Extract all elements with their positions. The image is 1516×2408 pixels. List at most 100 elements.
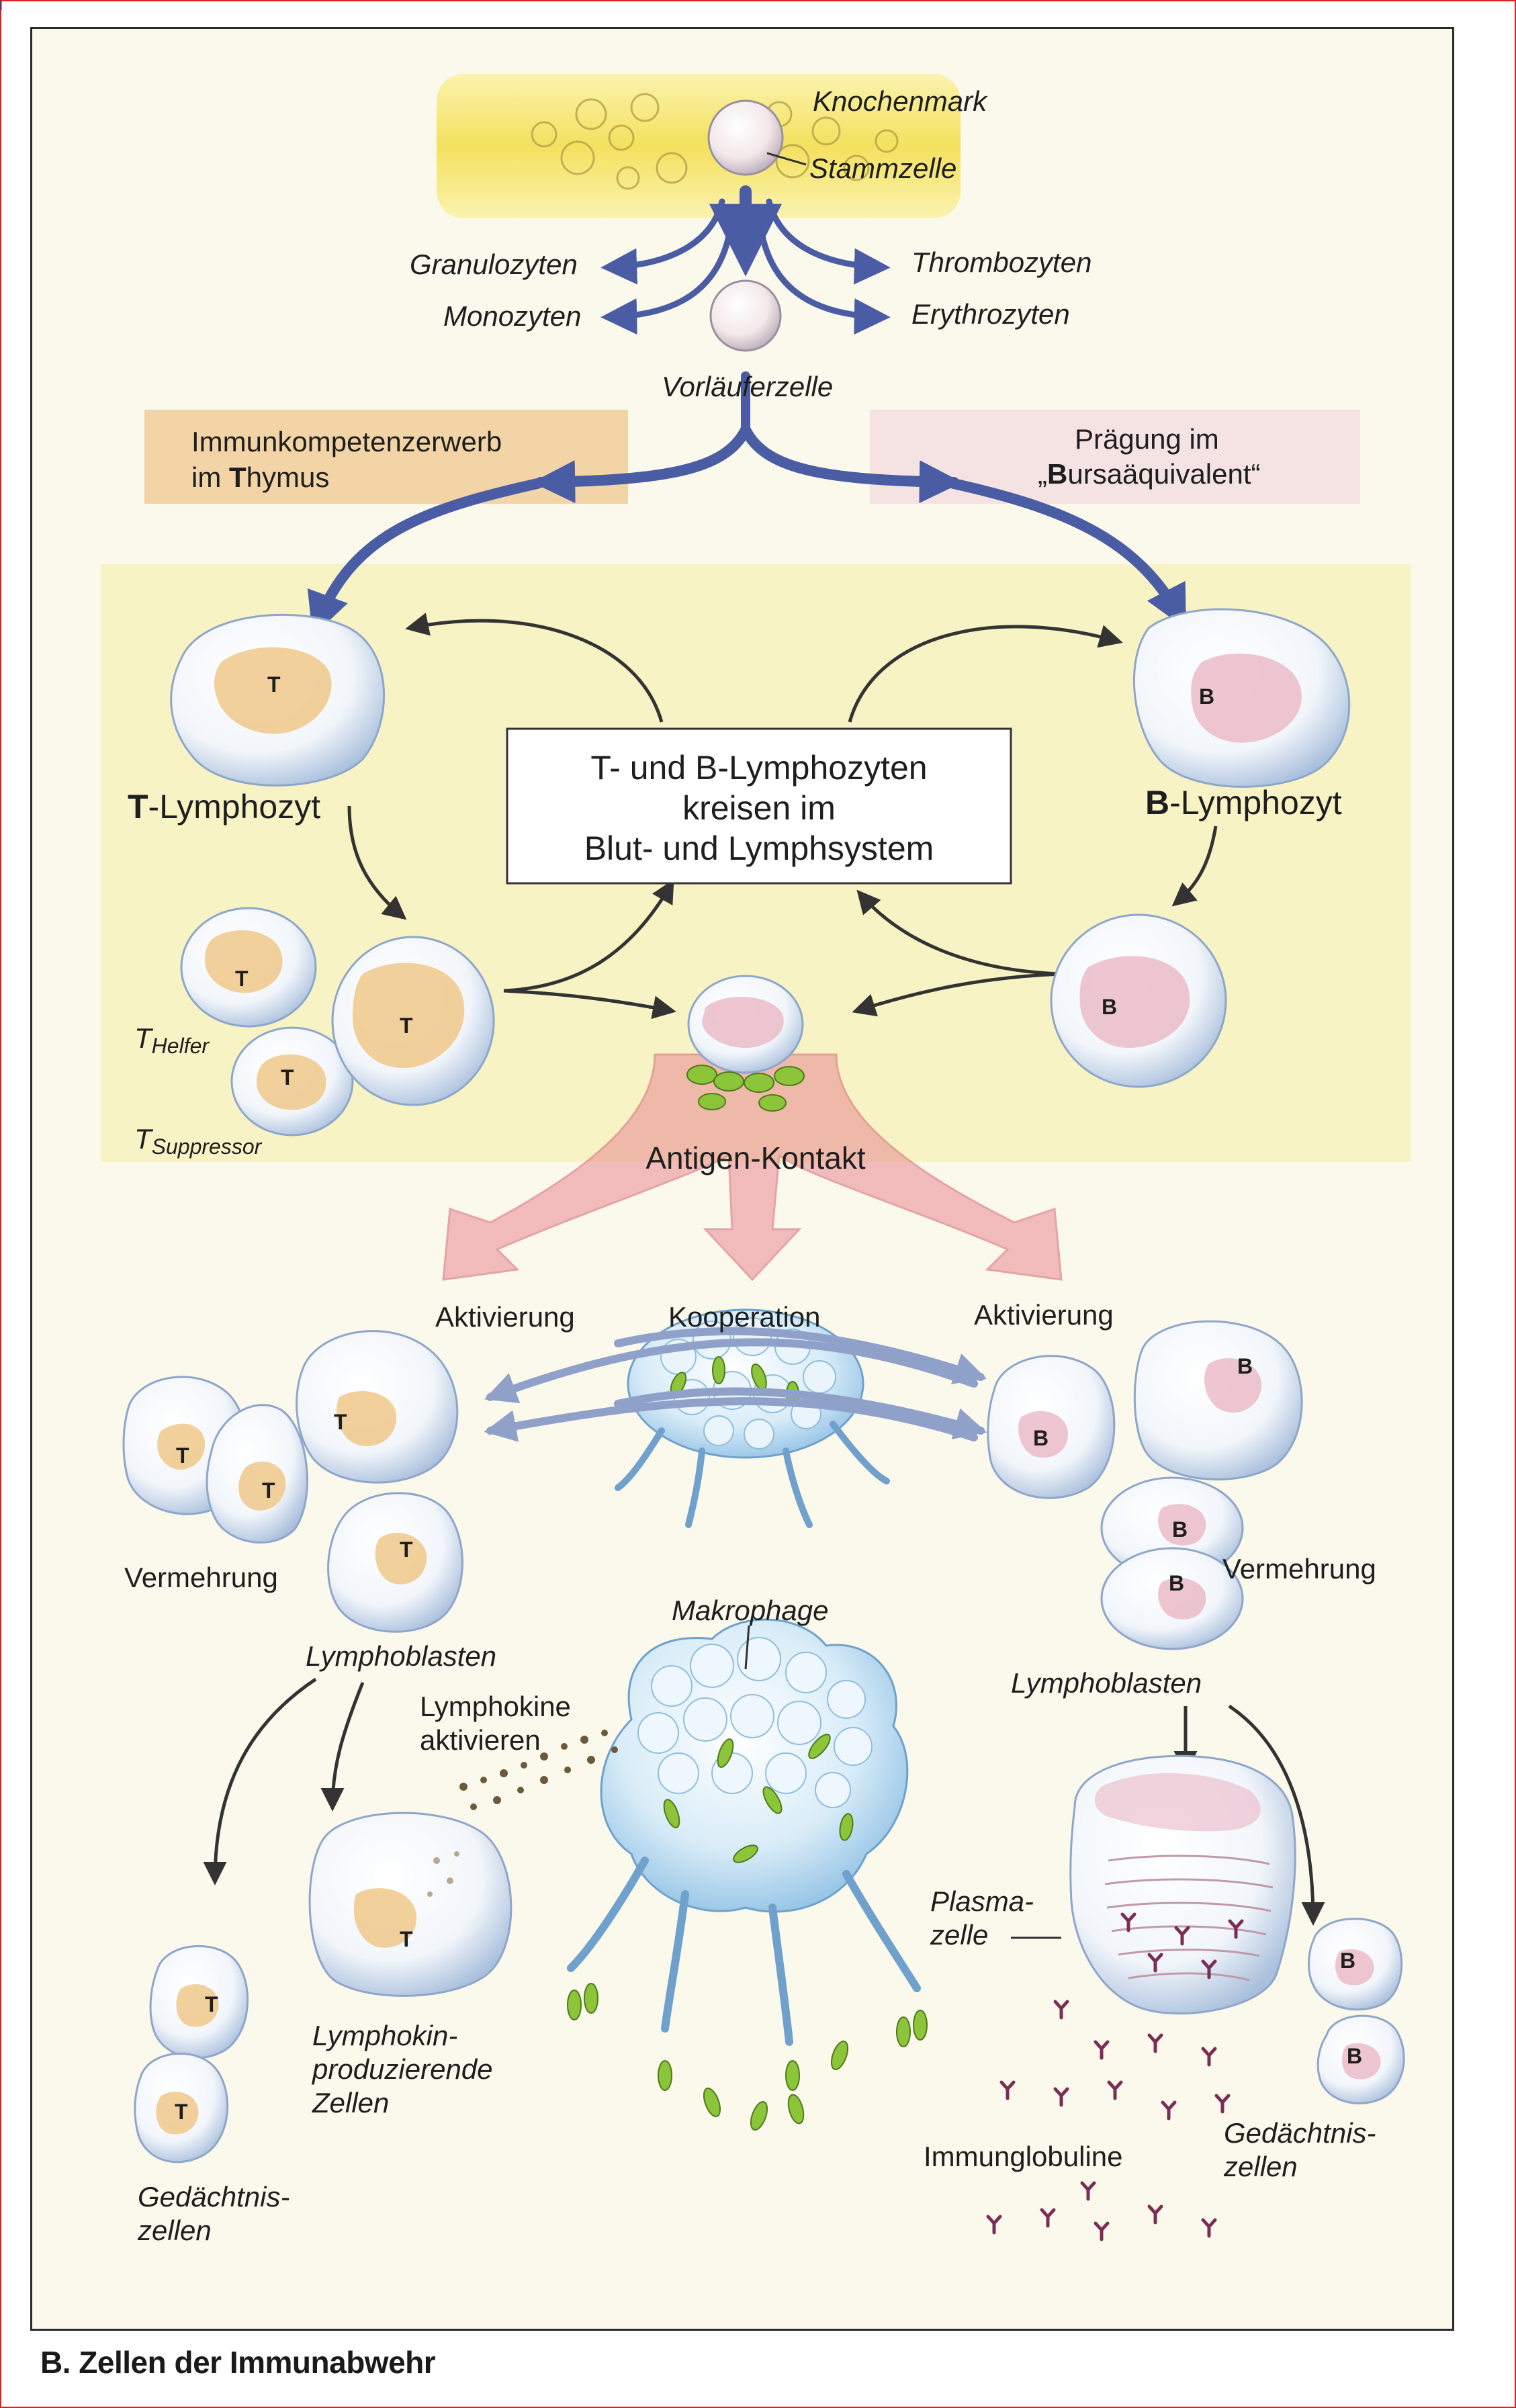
label-bursa-bold: B — [1047, 458, 1067, 490]
b-lymphoblast-cluster — [987, 1320, 1303, 1650]
cooperation-arrows — [484, 1327, 987, 1442]
differentiation-arrows — [203, 1677, 1325, 1926]
label-lymphokine-line2: aktivieren — [420, 1724, 541, 1756]
t-lymphoblast-cluster — [122, 1330, 463, 1633]
label-t-lymphozyt: T-Lymphozyt — [128, 788, 320, 826]
label-lymphokin-line2: produzierende — [311, 2053, 493, 2085]
b-blast-letter-4: B — [1169, 1571, 1184, 1595]
label-center-line2: kreisen im — [682, 789, 836, 827]
b-memory-cells — [1308, 1918, 1405, 2104]
label-plasma-line2: zelle — [930, 1919, 988, 1951]
label-kooperation: Kooperation — [668, 1301, 821, 1333]
label-thymus-line1: Immunkompetenzerwerb — [191, 426, 502, 457]
label-lymphoblasten-left: Lymphoblasten — [306, 1640, 496, 1672]
label-lymphokin-line3: Zellen — [312, 2087, 389, 2119]
t-lymphocyte-cell — [170, 613, 386, 787]
label-b-lymphozyt-rest: -Lymphozyt — [1169, 784, 1342, 821]
b-memory-letter-1: B — [1340, 1949, 1355, 1973]
lymphocyte-route-arrows — [307, 478, 1188, 637]
label-granulozyten: Granulozyten — [410, 249, 578, 280]
label-t-helfer-sub: Helfer — [152, 1034, 210, 1058]
label-b-lymphozyt: B-Lymphozyt — [1145, 784, 1342, 821]
label-t-helfer: THelfer — [134, 1022, 210, 1058]
label-erythrozyten: Erythrozyten — [911, 298, 1070, 330]
label-vermehrung-right: Vermehrung — [1222, 1553, 1376, 1585]
b-blast-letter-2: B — [1237, 1354, 1253, 1378]
t-lymphokine-letter: T — [400, 1927, 413, 1951]
label-t-suppressor-main: T — [134, 1123, 154, 1155]
label-gedaechtnis-right-line1: Gedächtnis- — [1224, 2117, 1376, 2149]
label-lymphokin-line1: Lymphokin- — [312, 2020, 457, 2051]
label-bursa-prefix: „ — [1038, 458, 1047, 490]
label-thymus-line2: im Thymus — [191, 461, 329, 493]
label-stammzelle: Stammzelle — [809, 152, 956, 184]
label-antigen-kontakt: Antigen-Kontakt — [645, 1141, 866, 1175]
b-cell-letter: B — [1199, 684, 1214, 709]
label-makrophage: Makrophage — [672, 1595, 828, 1626]
label-gedaechtnis-left-line1: Gedächtnis- — [138, 2181, 289, 2213]
macrophage — [567, 1618, 928, 2131]
b-cell-letter-2: B — [1102, 995, 1117, 1019]
t-blast-letter-3: T — [334, 1410, 347, 1434]
label-b-lymphozyt-bold: B — [1145, 784, 1169, 821]
t-effector-cell — [331, 936, 495, 1106]
label-thrombozyten: Thrombozyten — [911, 247, 1091, 278]
label-aktivierung-right: Aktivierung — [974, 1299, 1114, 1331]
label-bursa-rest: ursaäquivalent“ — [1067, 458, 1260, 490]
b-memory-letter-2: B — [1347, 2044, 1362, 2068]
t-memory-cells — [134, 1945, 249, 2164]
label-center-line3: Blut- und Lymphsystem — [584, 830, 934, 867]
label-gedaechtnis-left-line2: zellen — [137, 2215, 212, 2246]
b-blast-letter-1: B — [1033, 1426, 1049, 1450]
label-bursa-line1: Prägung im — [1075, 423, 1219, 455]
b-lymphocyte-cell-2 — [1050, 913, 1227, 1088]
label-immunglobuline: Immunglobuline — [924, 2141, 1123, 2172]
t-suppressor-letter: T — [281, 1065, 294, 1089]
antigen-contact-arrows — [442, 1053, 1063, 1282]
figure-caption: B. Zellen der Immunabwehr — [40, 2345, 436, 2380]
label-aktivierung-left: Aktivierung — [435, 1301, 575, 1333]
label-t-helfer-main: T — [134, 1022, 154, 1054]
label-vorlaeuferzelle: Vorläuferzelle — [662, 371, 833, 402]
lymphokine-particles — [459, 1730, 618, 1810]
t-helper-letter: T — [235, 967, 249, 991]
t-blast-letter-1: T — [176, 1443, 189, 1468]
t-helper-cell — [180, 907, 317, 1028]
label-t-lymphozyt-bold: T — [128, 788, 148, 826]
label-t-suppressor-sub: Suppressor — [152, 1134, 263, 1159]
label-t-suppressor: TSuppressor — [134, 1123, 263, 1159]
t-effector-letter: T — [400, 1014, 413, 1038]
label-thymus-bold: T — [229, 461, 247, 493]
t-blast-letter-2: T — [262, 1478, 275, 1503]
t-blast-letter-4: T — [400, 1537, 413, 1562]
precursor-split-arrows — [532, 371, 963, 504]
leader-lines — [744, 1625, 1061, 1939]
label-center-line1: T- und B-Lymphozyten — [590, 749, 927, 787]
label-thymus-rest: hymus — [247, 461, 330, 493]
antigen-contact-cell — [686, 975, 805, 1112]
label-monozyten: Monozyten — [443, 300, 581, 332]
label-gedaechtnis-right-line2: zellen — [1223, 2151, 1298, 2182]
t-cell-letter: T — [267, 672, 281, 697]
label-lymphokine-line1: Lymphokine — [420, 1691, 571, 1722]
label-plasma-line1: Plasma- — [930, 1885, 1034, 1917]
label-thymus-prefix: im — [191, 461, 229, 493]
t-suppressor-cell — [230, 1026, 354, 1136]
cell-letters: T B T T T B T T T T B B B B T T T B B — [175, 672, 1362, 2124]
plasma-cell — [1069, 1754, 1296, 2015]
precursor-cell — [709, 279, 782, 352]
label-knochenmark: Knochenmark — [813, 85, 988, 117]
label-bursa-line2: „Bursaäquivalent“ — [1038, 458, 1261, 490]
label-lymphoblasten-right: Lymphoblasten — [1011, 1667, 1202, 1699]
b-blast-letter-3: B — [1172, 1517, 1188, 1542]
bone-marrow — [437, 74, 961, 218]
b-lymphocyte-cell — [1132, 608, 1351, 788]
stem-arrows — [600, 185, 891, 335]
t-memory-letter-2: T — [175, 2100, 188, 2124]
t-memory-letter-1: T — [205, 1992, 218, 2016]
circulation-box — [506, 727, 1012, 885]
stem-cell — [707, 99, 807, 176]
lymphokine-producing-cell — [308, 1812, 512, 1997]
